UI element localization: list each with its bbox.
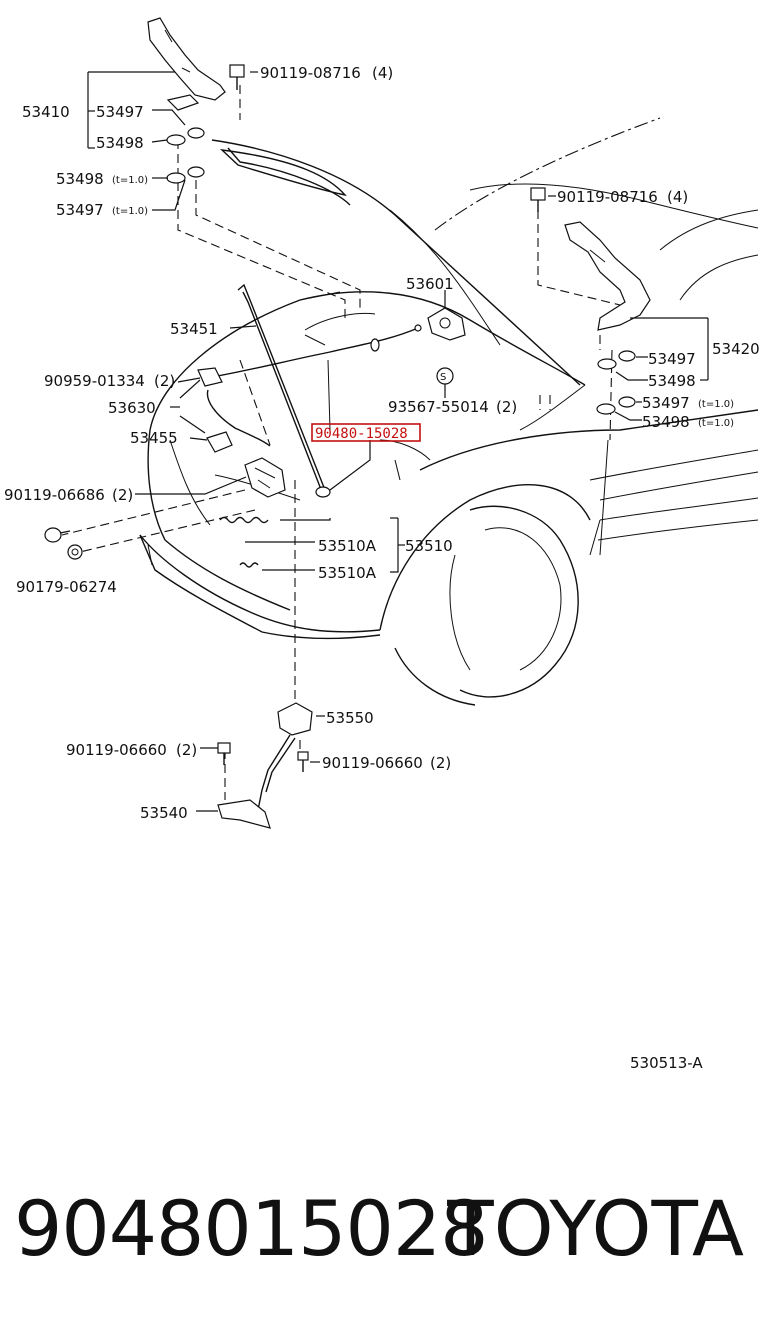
hinge-washers-left <box>166 127 205 184</box>
label-bolt-90119-08716-right: 90119-08716 <box>557 188 658 206</box>
label-bolt-06660-right-qty: (2) <box>430 754 451 772</box>
footer: 9048015028 TOYOTA <box>0 1170 760 1300</box>
label-bolt-right-qty: (4) <box>667 188 688 206</box>
leader-lines <box>87 71 709 812</box>
label-53497-right: 53497 <box>648 350 696 368</box>
s-symbol-text: S <box>440 372 446 383</box>
label-clip-90959-01334: 90959-01334 <box>44 372 145 390</box>
label-93567-55014: 93567-55014 <box>388 398 489 416</box>
label-53550: 53550 <box>326 709 374 727</box>
label-53451: 53451 <box>170 320 218 338</box>
label-t10-b: (t=1.0) <box>112 206 148 217</box>
label-bolt-90119-06660-right: 90119-06660 <box>322 754 423 772</box>
label-53498-right: 53498 <box>648 372 696 390</box>
label-t10-c: (t=1.0) <box>698 399 734 410</box>
label-53510A-lower: 53510A <box>318 564 377 582</box>
label-53601: 53601 <box>406 275 454 293</box>
hood-support-rod <box>237 283 331 498</box>
label-53498-right-shim: 53498 <box>642 413 690 431</box>
lock-springs <box>219 516 269 568</box>
label-t10-d: (t=1.0) <box>698 418 734 429</box>
label-bolt-06660-left-qty: (2) <box>176 741 197 759</box>
label-nut-90179-06274: 90179-06274 <box>16 578 117 596</box>
hood-release-cable <box>197 324 422 447</box>
part-labels: 53410 53497 53498 53498 (t=1.0) 53497 (t… <box>4 64 760 1072</box>
hood-lock-assembly <box>44 457 286 560</box>
label-93567-qty: (2) <box>496 398 517 416</box>
hood-bracket-53601 <box>427 307 466 341</box>
lower-lock-assembly <box>217 702 313 829</box>
label-53498-shim: 53498 <box>56 170 104 188</box>
label-53630: 53630 <box>108 399 156 417</box>
label-53410: 53410 <box>22 103 70 121</box>
label-53498-top: 53498 <box>96 134 144 152</box>
drawing-code: 530513-A <box>630 1054 703 1072</box>
label-53497-right-shim: 53497 <box>642 394 690 412</box>
hood-hinge-right <box>530 187 651 415</box>
part-number: 9048015028 <box>14 1184 489 1273</box>
label-clip-qty: (2) <box>154 372 175 390</box>
hood-hinge-left <box>147 17 245 111</box>
label-bolt-06686-qty: (2) <box>112 486 133 504</box>
label-53420: 53420 <box>712 340 760 358</box>
label-53510A-upper: 53510A <box>318 537 377 555</box>
label-bolt-90119-06660-left: 90119-06660 <box>66 741 167 759</box>
label-53510: 53510 <box>405 537 453 555</box>
label-53497-shim: 53497 <box>56 201 104 219</box>
label-53455: 53455 <box>130 429 178 447</box>
label-t10-a: (t=1.0) <box>112 175 148 186</box>
hood-latch-exploded-diagram: S <box>4 17 760 1072</box>
highlight-box <box>311 423 421 442</box>
label-53497-top: 53497 <box>96 103 144 121</box>
label-bolt-90119-06686: 90119-06686 <box>4 486 105 504</box>
label-bolt-90119-08716-left: 90119-08716 <box>260 64 361 82</box>
label-bolt-left-qty: (4) <box>372 64 393 82</box>
brand-name: TOYOTA <box>447 1184 744 1273</box>
cable-clip-53455 <box>206 431 233 453</box>
label-53540: 53540 <box>140 804 188 822</box>
s-symbol: S <box>436 367 454 385</box>
vehicle-outline <box>139 117 759 706</box>
label-90480-15028-highlighted: 90480-15028 <box>315 426 408 442</box>
